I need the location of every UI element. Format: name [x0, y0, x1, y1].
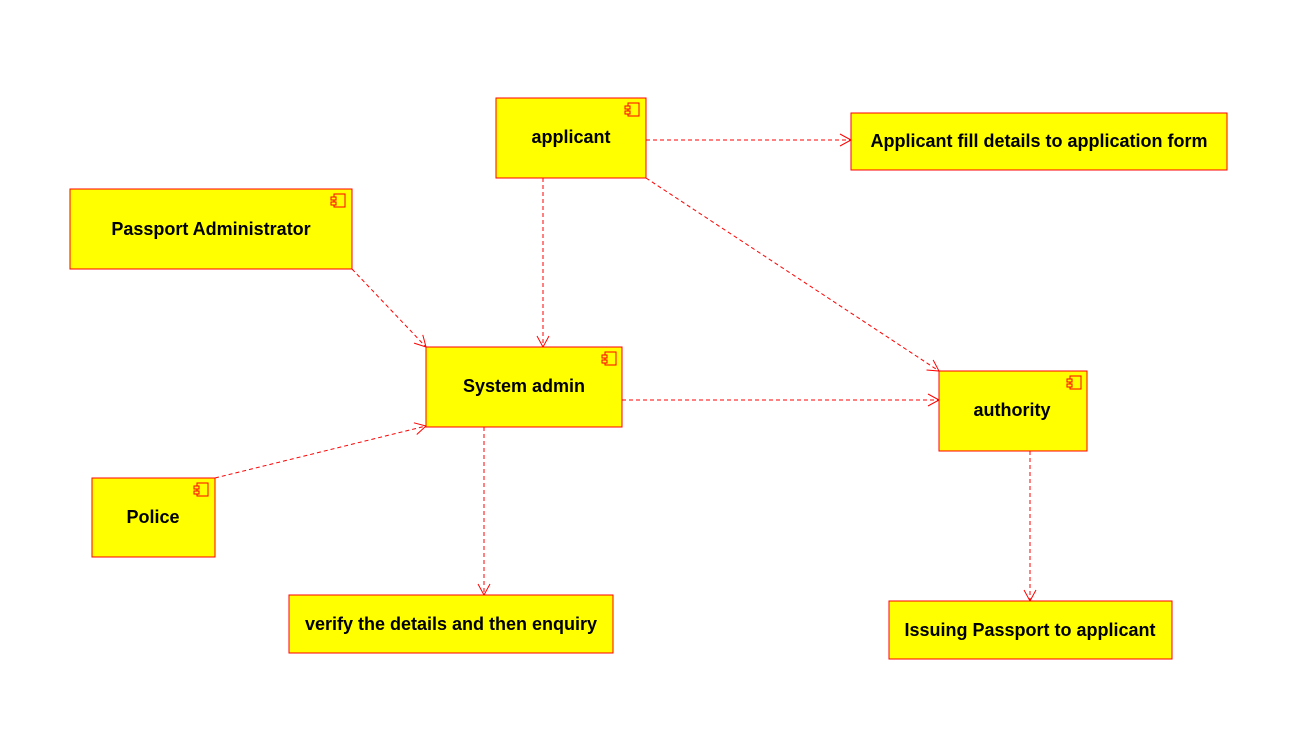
node-label: Issuing Passport to applicant — [904, 620, 1155, 640]
dependency-edges — [214, 133, 1037, 603]
edge-passport-admin-to-system-admin — [351, 268, 427, 348]
component-icon — [601, 351, 617, 366]
node-label: applicant — [531, 127, 610, 147]
node-system-admin[interactable]: System admin — [425, 346, 623, 428]
node-label: Applicant fill details to application fo… — [870, 131, 1207, 151]
node-fill-form[interactable]: Applicant fill details to application fo… — [850, 112, 1228, 171]
node-label: authority — [973, 400, 1050, 420]
node-label: verify the details and then enquiry — [305, 614, 597, 634]
component-icon — [193, 482, 209, 497]
node-issuing[interactable]: Issuing Passport to applicant — [888, 600, 1173, 660]
edge-police-to-system-admin — [214, 422, 428, 479]
node-label: System admin — [463, 376, 585, 396]
node-authority[interactable]: authority — [938, 370, 1088, 452]
node-label: Police — [126, 507, 179, 527]
node-passport-administrator[interactable]: Passport Administrator — [69, 188, 353, 270]
component-icon — [330, 193, 346, 208]
node-label: Passport Administrator — [111, 219, 310, 239]
node-applicant[interactable]: applicant — [495, 97, 647, 179]
node-verify[interactable]: verify the details and then enquiry — [288, 594, 614, 654]
component-icon — [624, 102, 640, 117]
component-icon — [1066, 375, 1082, 390]
node-police[interactable]: Police — [91, 477, 216, 558]
edge-applicant-to-authority — [645, 177, 940, 372]
